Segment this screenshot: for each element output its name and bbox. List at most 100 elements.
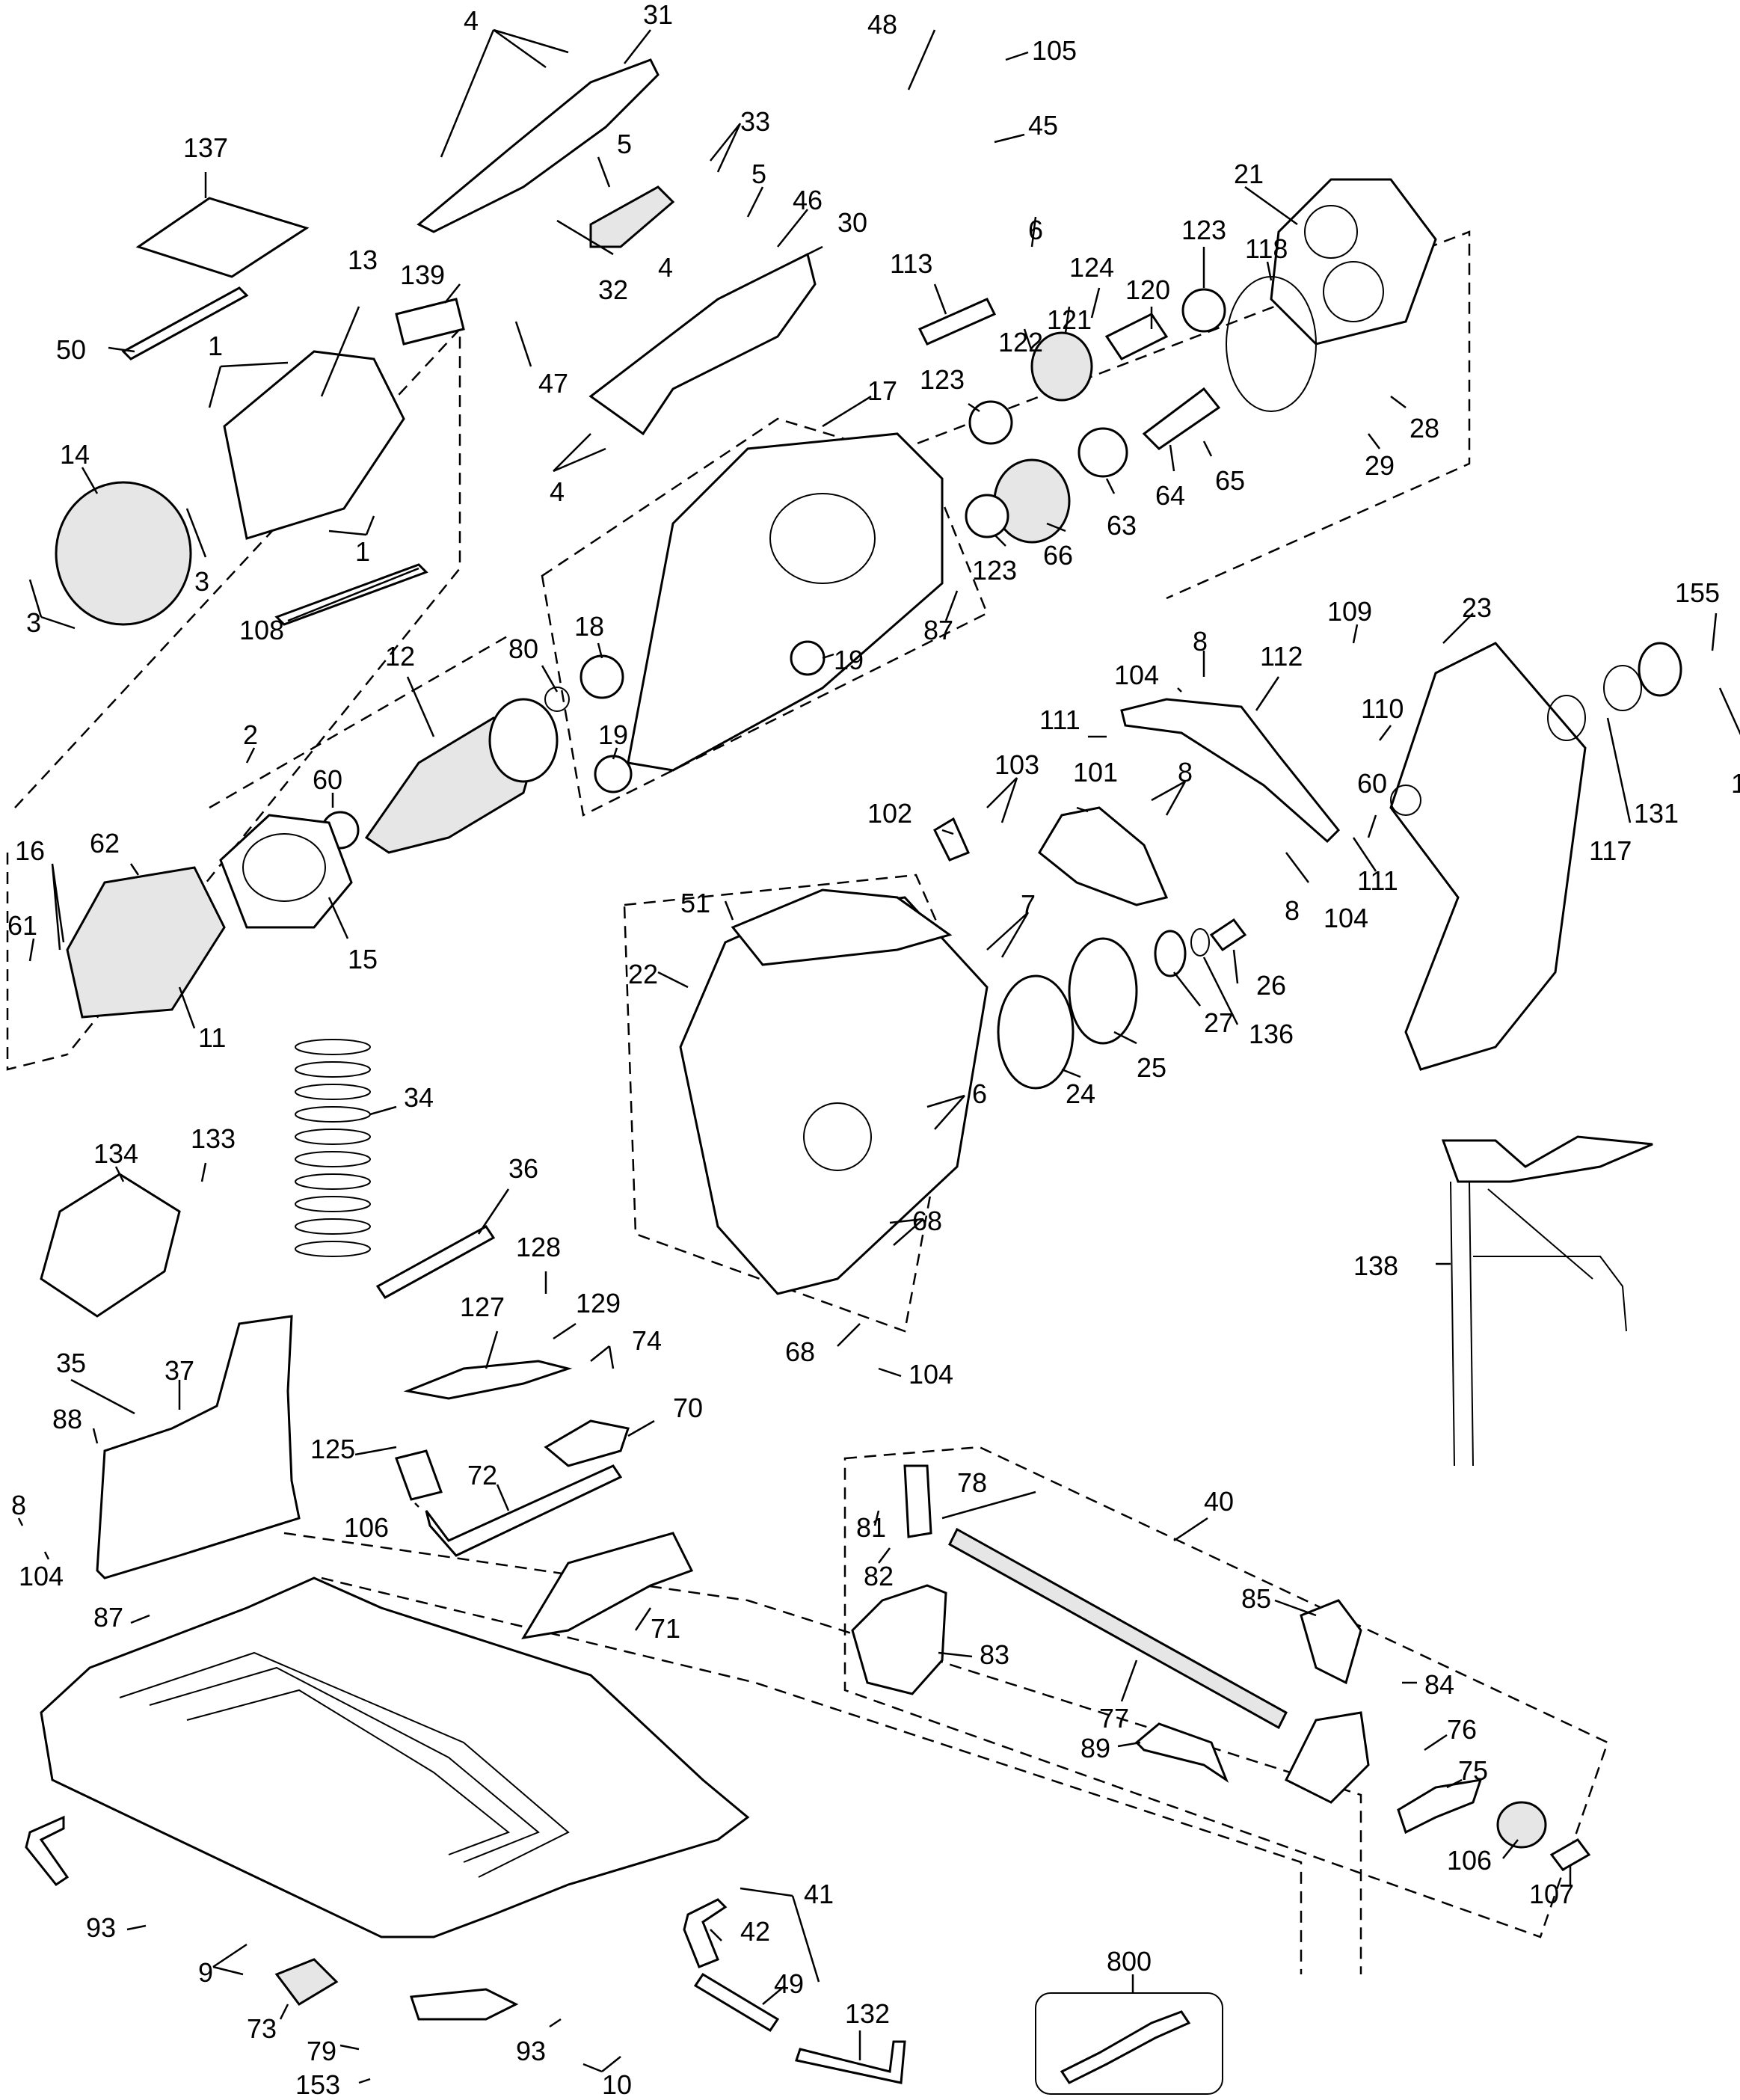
handle-cover-shape <box>416 58 660 233</box>
callout-51: 51 <box>680 888 710 918</box>
callout-37: 37 <box>165 1355 194 1386</box>
flange-25-shape <box>1068 937 1138 1045</box>
callout-109: 109 <box>1327 596 1372 627</box>
bracket-102-shape <box>933 817 971 862</box>
spring-shape <box>295 1039 371 1257</box>
callout-1: 1 <box>355 536 370 567</box>
callout-35: 35 <box>56 1348 86 1378</box>
callout-27: 27 <box>1204 1007 1234 1038</box>
callout-118: 118 <box>1245 233 1288 264</box>
callout-18: 18 <box>574 611 604 642</box>
callout-48: 48 <box>867 9 897 40</box>
callout-800: 800 <box>1107 1946 1152 1977</box>
callout-124: 124 <box>1069 252 1114 283</box>
callout-134: 134 <box>93 1138 138 1169</box>
callout-32: 32 <box>598 274 628 305</box>
callout-9: 9 <box>198 1957 213 1988</box>
callout-24: 24 <box>1066 1078 1095 1109</box>
upper-guard-shape <box>1389 642 1587 1071</box>
callout-80: 80 <box>508 633 538 664</box>
callout-46: 46 <box>793 185 823 215</box>
callout-113: 113 <box>890 248 932 279</box>
callout-105: 105 <box>1032 35 1077 66</box>
callout-63: 63 <box>1107 510 1137 541</box>
callout-19: 19 <box>834 645 864 675</box>
jaw-85-shape <box>1300 1599 1362 1685</box>
callout-111: 111 <box>1039 704 1080 735</box>
plate-127-shape <box>403 1360 573 1400</box>
callout-42: 42 <box>740 1916 770 1947</box>
callout-60: 60 <box>1357 768 1387 799</box>
callout-81: 81 <box>856 1512 886 1543</box>
callout-70: 70 <box>673 1393 703 1423</box>
foot-front-shape <box>409 1988 519 2021</box>
callout-49: 49 <box>774 1968 804 1999</box>
callout-136: 136 <box>1249 1019 1294 1049</box>
lower-handle-shape <box>588 252 817 436</box>
callout-30: 30 <box>837 207 867 238</box>
washer-27-shape <box>1154 930 1187 977</box>
callout-133: 133 <box>191 1123 236 1154</box>
callout-85: 85 <box>1241 1583 1271 1614</box>
bearing-19a-shape <box>790 640 826 676</box>
callout-121: 121 <box>1047 304 1092 335</box>
callout-47: 47 <box>538 368 568 399</box>
callout-73: 73 <box>247 2013 277 2044</box>
callout-17: 17 <box>867 375 897 406</box>
callout-89: 89 <box>1080 1733 1110 1763</box>
callout-111: 111 <box>1357 865 1398 896</box>
lever-75-shape <box>1397 1778 1483 1835</box>
washer-136-shape <box>1190 928 1210 957</box>
switch-shape <box>589 185 675 248</box>
callout-45: 45 <box>1028 110 1058 141</box>
inset-800-frame <box>1035 1992 1223 2095</box>
callout-127: 127 <box>460 1292 505 1322</box>
callout-117: 117 <box>1589 835 1632 866</box>
callout-132: 132 <box>845 1998 890 2029</box>
callout-23: 23 <box>1462 592 1492 623</box>
link-112-shape <box>1120 698 1341 844</box>
cover-134-shape <box>40 1173 181 1318</box>
callout-79: 79 <box>307 2036 336 2066</box>
bearing-123b-shape <box>968 400 1013 445</box>
callout-106: 106 <box>344 1512 389 1543</box>
callout-82: 82 <box>864 1561 894 1591</box>
callout-123: 123 <box>972 555 1017 586</box>
callout-28: 28 <box>1409 413 1439 443</box>
callout-7: 7 <box>1021 889 1036 920</box>
jaw-bracket-shape <box>1284 1711 1370 1804</box>
bearing-19b-shape <box>594 755 633 793</box>
callout-8: 8 <box>1178 757 1193 788</box>
field-shape <box>66 866 226 1019</box>
callout-153: 153 <box>295 2069 340 2100</box>
callout-4: 4 <box>550 476 565 507</box>
callout-21: 21 <box>1234 159 1264 189</box>
callout-3: 3 <box>26 607 41 638</box>
rod-49-shape <box>693 1972 780 2033</box>
bolt-26-shape <box>1209 918 1247 952</box>
sleeve-106a-shape <box>395 1449 443 1501</box>
callout-11: 11 <box>198 1022 226 1053</box>
callout-5: 5 <box>617 129 632 159</box>
bracket-70-shape <box>544 1419 630 1467</box>
callout-110: 110 <box>1361 693 1404 724</box>
leader-lines <box>17 28 1740 2084</box>
callout-130: 130 <box>1731 768 1740 799</box>
rod-72-shape <box>425 1464 623 1557</box>
base-plate-35-shape <box>96 1315 301 1579</box>
callout-12: 12 <box>385 641 415 672</box>
gear-121-shape <box>1030 331 1093 402</box>
callout-93: 93 <box>516 2036 546 2066</box>
foot-42-shape <box>683 1898 728 1968</box>
callout-104: 104 <box>1114 660 1159 690</box>
plate-101-shape <box>1038 806 1169 906</box>
callout-68: 68 <box>785 1336 815 1367</box>
guard-51-shape <box>731 888 953 966</box>
callout-33: 33 <box>740 106 770 137</box>
callout-77: 77 <box>1099 1703 1129 1734</box>
shaft-113-shape <box>917 298 997 346</box>
plate-89-shape <box>1134 1722 1229 1783</box>
callout-64: 64 <box>1155 480 1185 511</box>
plate-50-shape <box>121 286 249 360</box>
callout-36: 36 <box>508 1153 538 1184</box>
